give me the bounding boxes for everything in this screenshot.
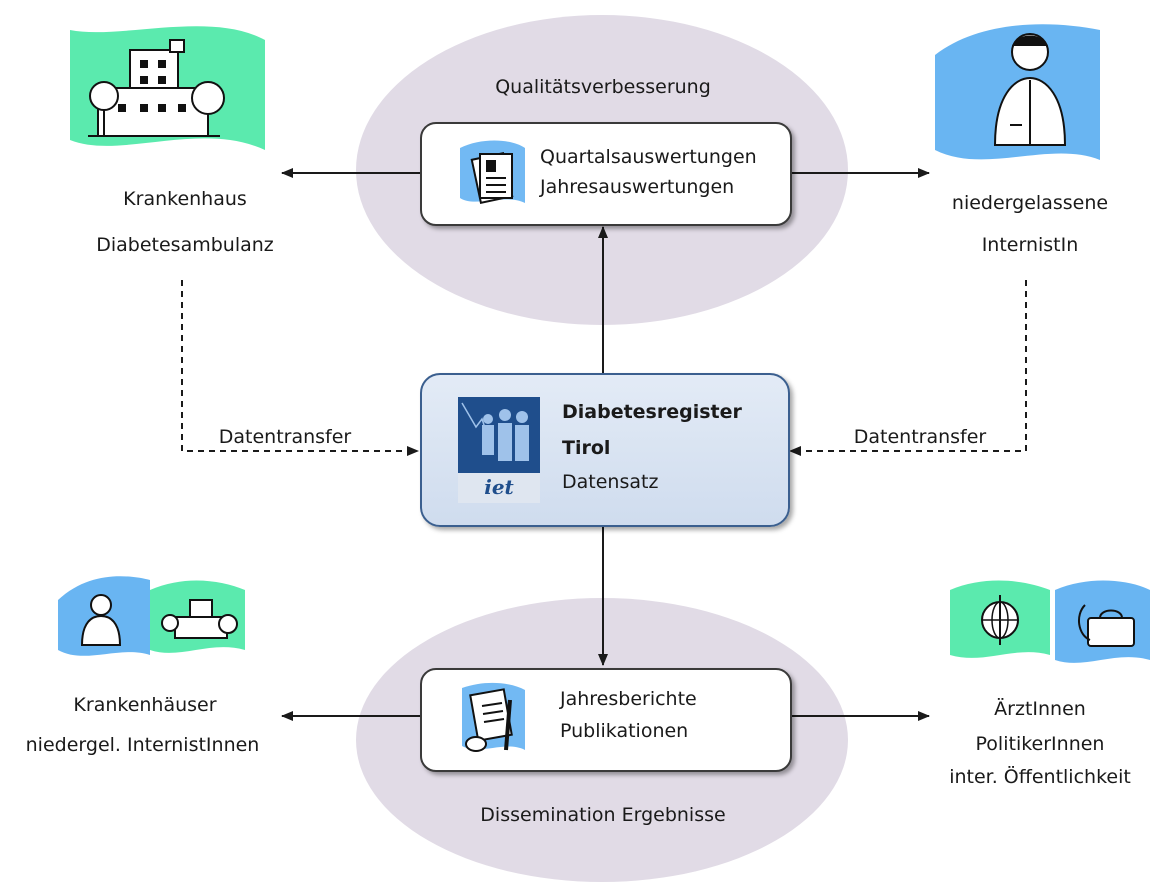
globe-icon	[950, 580, 1050, 658]
hospital-line2: Diabetesambulanz	[96, 234, 274, 256]
evaluations-box: Quartalsauswertungen Jahresauswertungen	[420, 122, 792, 226]
datatransfer-right-arrow	[789, 280, 1027, 456]
registry-title-line1: Diabetesregister	[562, 401, 742, 423]
hospital-small-icon	[150, 580, 245, 653]
quality-improvement-label: Qualitätsverbesserung	[495, 76, 711, 98]
diabetes-registry-box: iet Diabetesregister Tirol Datensatz	[420, 373, 790, 527]
evaluations-line2: Jahresauswertungen	[540, 176, 735, 198]
documents-icon	[460, 140, 525, 205]
internist-line1: niedergelassene	[951, 192, 1109, 214]
publications-line1: Jahresberichte	[560, 688, 697, 710]
internist-icon	[935, 24, 1100, 160]
datatransfer-left-label: Datentransfer	[218, 426, 352, 448]
hospitals-line1: Krankenhäuser	[73, 694, 217, 716]
report-pen-icon	[462, 682, 525, 752]
registry-title-line2: Tirol	[562, 437, 611, 459]
iet-logo-label: iet	[458, 473, 540, 503]
iet-logo: iet	[458, 397, 540, 503]
doctor-small-icon	[58, 576, 150, 656]
datatransfer-left-arrow	[181, 280, 419, 456]
hospital-icon	[70, 26, 265, 150]
public-line1: ÄrztInnen	[994, 698, 1086, 720]
public-line2: PolitikerInnen	[975, 733, 1105, 755]
dissemination-label: Dissemination Ergebnisse	[480, 804, 726, 826]
hospitals-line2: niedergel. InternistInnen	[25, 734, 260, 756]
people-icon	[461, 402, 529, 461]
doctor-bag-icon	[1055, 580, 1150, 663]
hospital-line1: Krankenhaus	[123, 188, 247, 210]
internist-line2: InternistIn	[981, 234, 1079, 256]
datatransfer-right-label: Datentransfer	[853, 426, 987, 448]
registry-subtitle: Datensatz	[562, 471, 659, 493]
evaluations-line1: Quartalsauswertungen	[540, 146, 757, 168]
public-line3: inter. Öffentlichkeit	[949, 766, 1131, 788]
publications-box: Jahresberichte Publikationen	[420, 668, 792, 772]
publications-line2: Publikationen	[560, 720, 689, 742]
